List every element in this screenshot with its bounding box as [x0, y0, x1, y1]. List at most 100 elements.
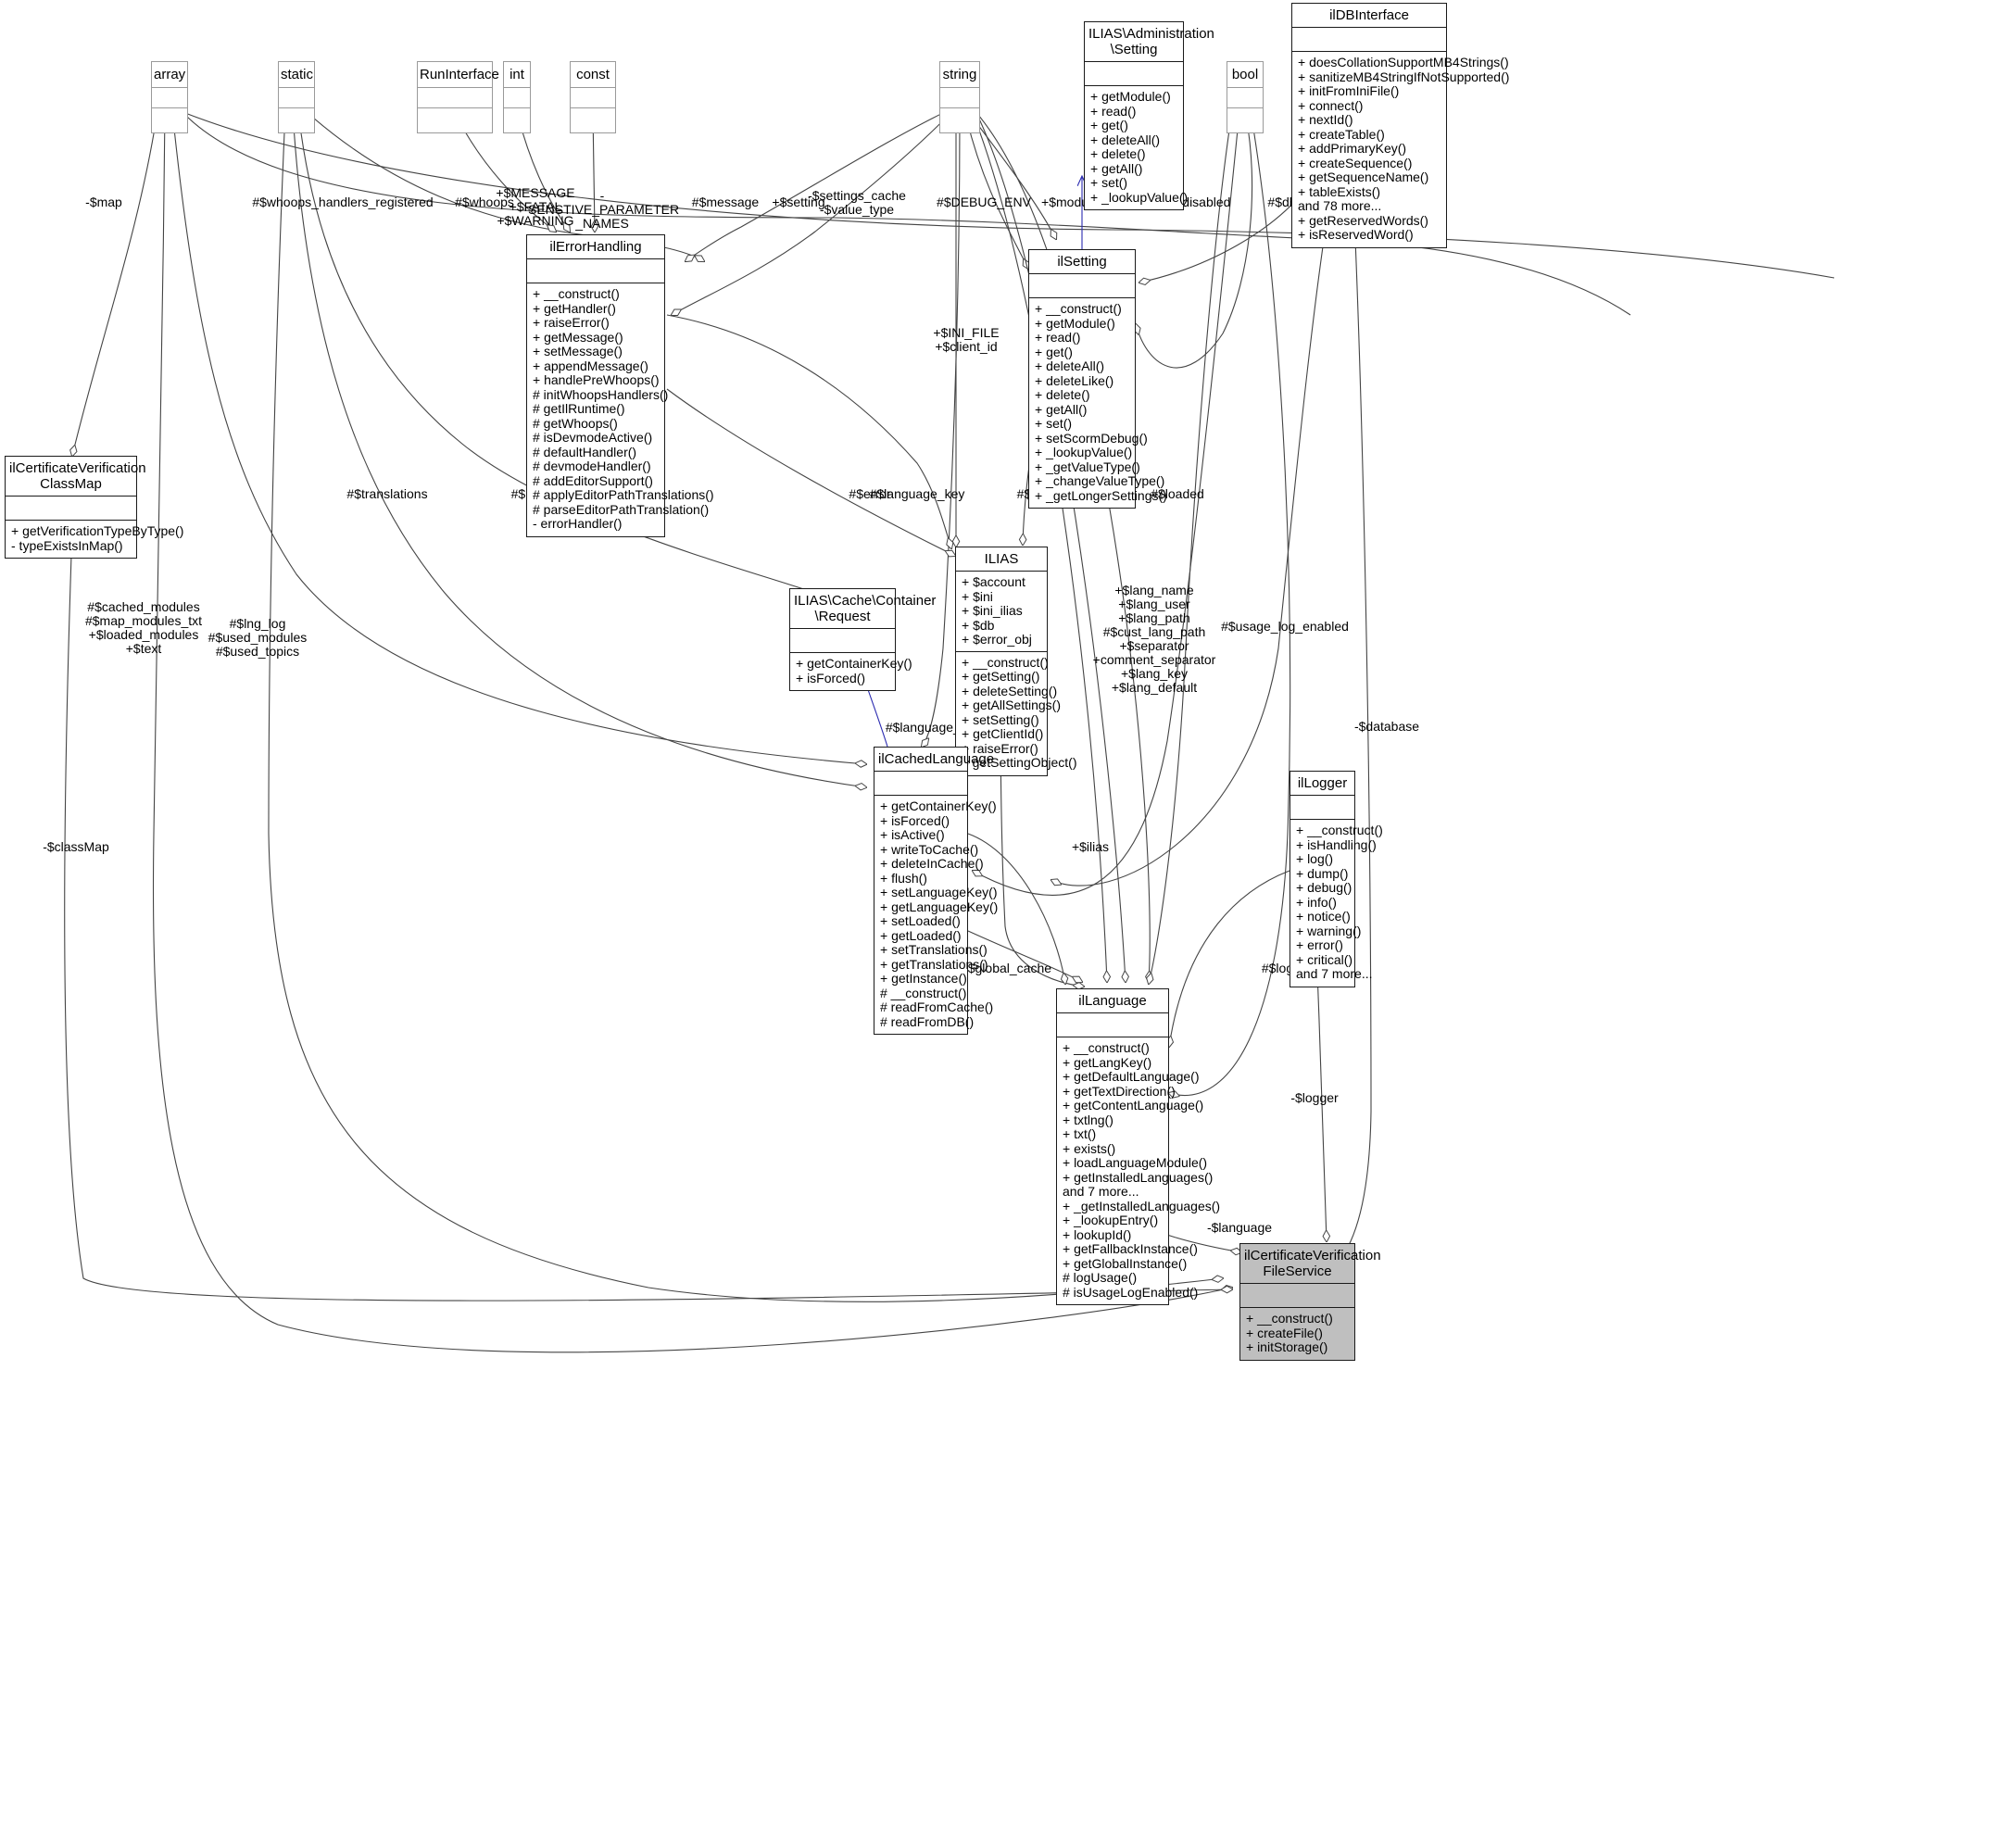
type-ops: [504, 108, 530, 132]
class-node-illogger[interactable]: ilLogger + __construct()+ isHandling()+ …: [1290, 771, 1383, 987]
class-member: + __construct(): [1296, 823, 1383, 837]
class-member: + txtlng(): [1063, 1112, 1113, 1127]
class-attributes: + $account+ $ini+ $ini_ilias+ $db+ $erro…: [956, 572, 1047, 652]
class-member: + setLoaded(): [880, 913, 961, 928]
class-member: + createFile(): [1246, 1325, 1323, 1340]
class-member: + getSequenceName(): [1298, 170, 1429, 184]
class-member: + getInstalledLanguages(): [1063, 1169, 1214, 1185]
class-member: + critical(): [1296, 951, 1353, 967]
class-member: + $ini: [962, 588, 993, 604]
class-operations: + getVerificationTypeByType()- typeExist…: [6, 521, 183, 558]
type-title: bool: [1227, 62, 1263, 88]
class-member: + setLanguageKey(): [880, 885, 998, 899]
class-member: + loadLanguageModule(): [1063, 1155, 1208, 1170]
class-member: + getMessage(): [533, 329, 623, 345]
class-operations: + __construct()+ getLangKey()+ getDefaul…: [1057, 1037, 1221, 1304]
class-member: + setTranslations(): [880, 942, 988, 957]
class-member: # __construct(): [880, 985, 967, 1000]
class-member: + $ini_ilias: [962, 603, 1023, 618]
class-member: + getAllSettings(): [962, 698, 1061, 712]
class-member: - typeExistsInMap(): [11, 537, 123, 553]
class-member: + __construct(): [1246, 1311, 1333, 1326]
class-node-ilias-administration-setting[interactable]: ILIAS\Administration \Setting + getModul…: [1084, 21, 1214, 210]
class-member: + sanitizeMB4StringIfNotSupported(): [1298, 69, 1510, 84]
type-attrs: [279, 88, 314, 108]
edge-label-map: -$map: [85, 195, 122, 209]
class-title: ILIAS\Administration \Setting: [1085, 22, 1214, 62]
type-title: string: [940, 62, 979, 88]
class-member: + getAll(): [1090, 160, 1143, 176]
class-node-ilsetting[interactable]: ilSetting + __construct()+ getModule()+ …: [1028, 249, 1167, 509]
class-member: + tableExists(): [1298, 183, 1381, 199]
class-member: + isHandling(): [1296, 836, 1377, 852]
class-node-ilcertificateverificationclassmap[interactable]: ilCertificateVerification ClassMap + get…: [5, 456, 183, 559]
class-attributes: [1240, 1284, 1354, 1308]
class-member: + getContainerKey(): [880, 798, 997, 813]
class-member: + __construct(): [962, 654, 1049, 670]
class-member: + __construct(): [1035, 301, 1122, 316]
class-member: + log(): [1296, 851, 1334, 866]
class-member: + _getValueType(): [1035, 459, 1140, 474]
class-node-illanguage[interactable]: ilLanguage + __construct()+ getLangKey()…: [1056, 988, 1221, 1305]
class-member: # readFromDB(): [880, 1013, 975, 1029]
class-member: + warning(): [1296, 923, 1362, 938]
class-member: and 7 more...: [1063, 1184, 1139, 1199]
class-title: ilErrorHandling: [527, 235, 664, 259]
type-attrs: [1227, 88, 1263, 108]
class-member: + getGlobalInstance(): [1063, 1255, 1188, 1271]
class-member: + getTextDirection(): [1063, 1083, 1176, 1099]
type-ops: [940, 108, 979, 132]
class-node-ilias-cache-container-request[interactable]: ILIAS\Cache\Container \Request + getCont…: [789, 588, 936, 691]
class-member: + error(): [1296, 937, 1343, 952]
class-member: + __construct(): [1063, 1040, 1150, 1055]
class-member: + nextId(): [1298, 112, 1353, 127]
class-member: + get(): [1090, 118, 1128, 132]
type-attrs: [504, 88, 530, 108]
class-member: + getFallbackInstance(): [1063, 1241, 1198, 1256]
edge-label-whoops-handlers-registered: #$whoops_handlers_registered: [252, 195, 434, 209]
type-attrs: [418, 88, 492, 108]
class-title: ILIAS: [956, 547, 1047, 572]
class-member: + exists(): [1063, 1140, 1116, 1156]
class-member: # logUsage(): [1063, 1270, 1138, 1285]
type-title: const: [571, 62, 615, 88]
class-member: # isUsageLogEnabled(): [1063, 1284, 1199, 1300]
class-member: + doesCollationSupportMB4Strings(): [1298, 55, 1509, 69]
class-member: + txt(): [1063, 1126, 1097, 1141]
class-operations: + __construct()+ getModule()+ read()+ ge…: [1029, 298, 1167, 508]
type-node-bool: bool: [1227, 61, 1264, 133]
class-member: + $db: [962, 617, 995, 633]
edge-label-translations: #$translations: [346, 486, 428, 501]
class-member: + debug(): [1296, 880, 1352, 895]
class-member: and 7 more...: [1296, 966, 1373, 981]
class-member: + setScormDebug(): [1035, 430, 1148, 446]
class-member: + read(): [1035, 330, 1081, 345]
class-member: + getHandler(): [533, 300, 616, 316]
class-node-ilerrorhandling[interactable]: ilErrorHandling + __construct()+ getHand…: [526, 234, 714, 537]
class-attributes: [1029, 274, 1135, 298]
class-member: # readFromCache(): [880, 999, 994, 1014]
type-ops: [571, 108, 615, 132]
class-member: + _lookupValue(): [1035, 445, 1133, 459]
class-node-ilcachedlanguage[interactable]: ilCachedLanguage + getContainerKey()+ is…: [874, 747, 998, 1035]
edge-label-lng-log: #$lng_log #$used_modules #$used_topics: [208, 616, 308, 659]
class-node-ilcertificateverificationfileservice[interactable]: ilCertificateVerification FileService + …: [1239, 1243, 1381, 1361]
class-member: + getAll(): [1035, 401, 1088, 417]
class-node-ildbinterface[interactable]: ilDBInterface + doesCollationSupportMB4S…: [1291, 3, 1510, 248]
class-operations: + doesCollationSupportMB4Strings()+ sani…: [1292, 52, 1510, 247]
class-member: + $error_obj: [962, 632, 1032, 647]
type-attrs: [940, 88, 979, 108]
type-attrs: [152, 88, 187, 108]
class-node-ilias[interactable]: ILIAS + $account+ $ini+ $ini_ilias+ $db+…: [955, 547, 1077, 776]
class-member: # defaultHandler(): [533, 444, 637, 459]
type-title: int: [504, 62, 530, 88]
class-member: + _getInstalledLanguages(): [1063, 1198, 1221, 1213]
class-attributes: [1057, 1013, 1168, 1037]
class-member: + $account: [962, 574, 1025, 589]
class-member: + getTranslations(): [880, 956, 988, 972]
edge-label-language-key: #$language_key: [869, 486, 965, 501]
type-node-string: string: [939, 61, 980, 133]
edge-label-usage-log-enabled: #$usage_log_enabled: [1221, 619, 1349, 634]
class-member: + set(): [1035, 416, 1073, 431]
